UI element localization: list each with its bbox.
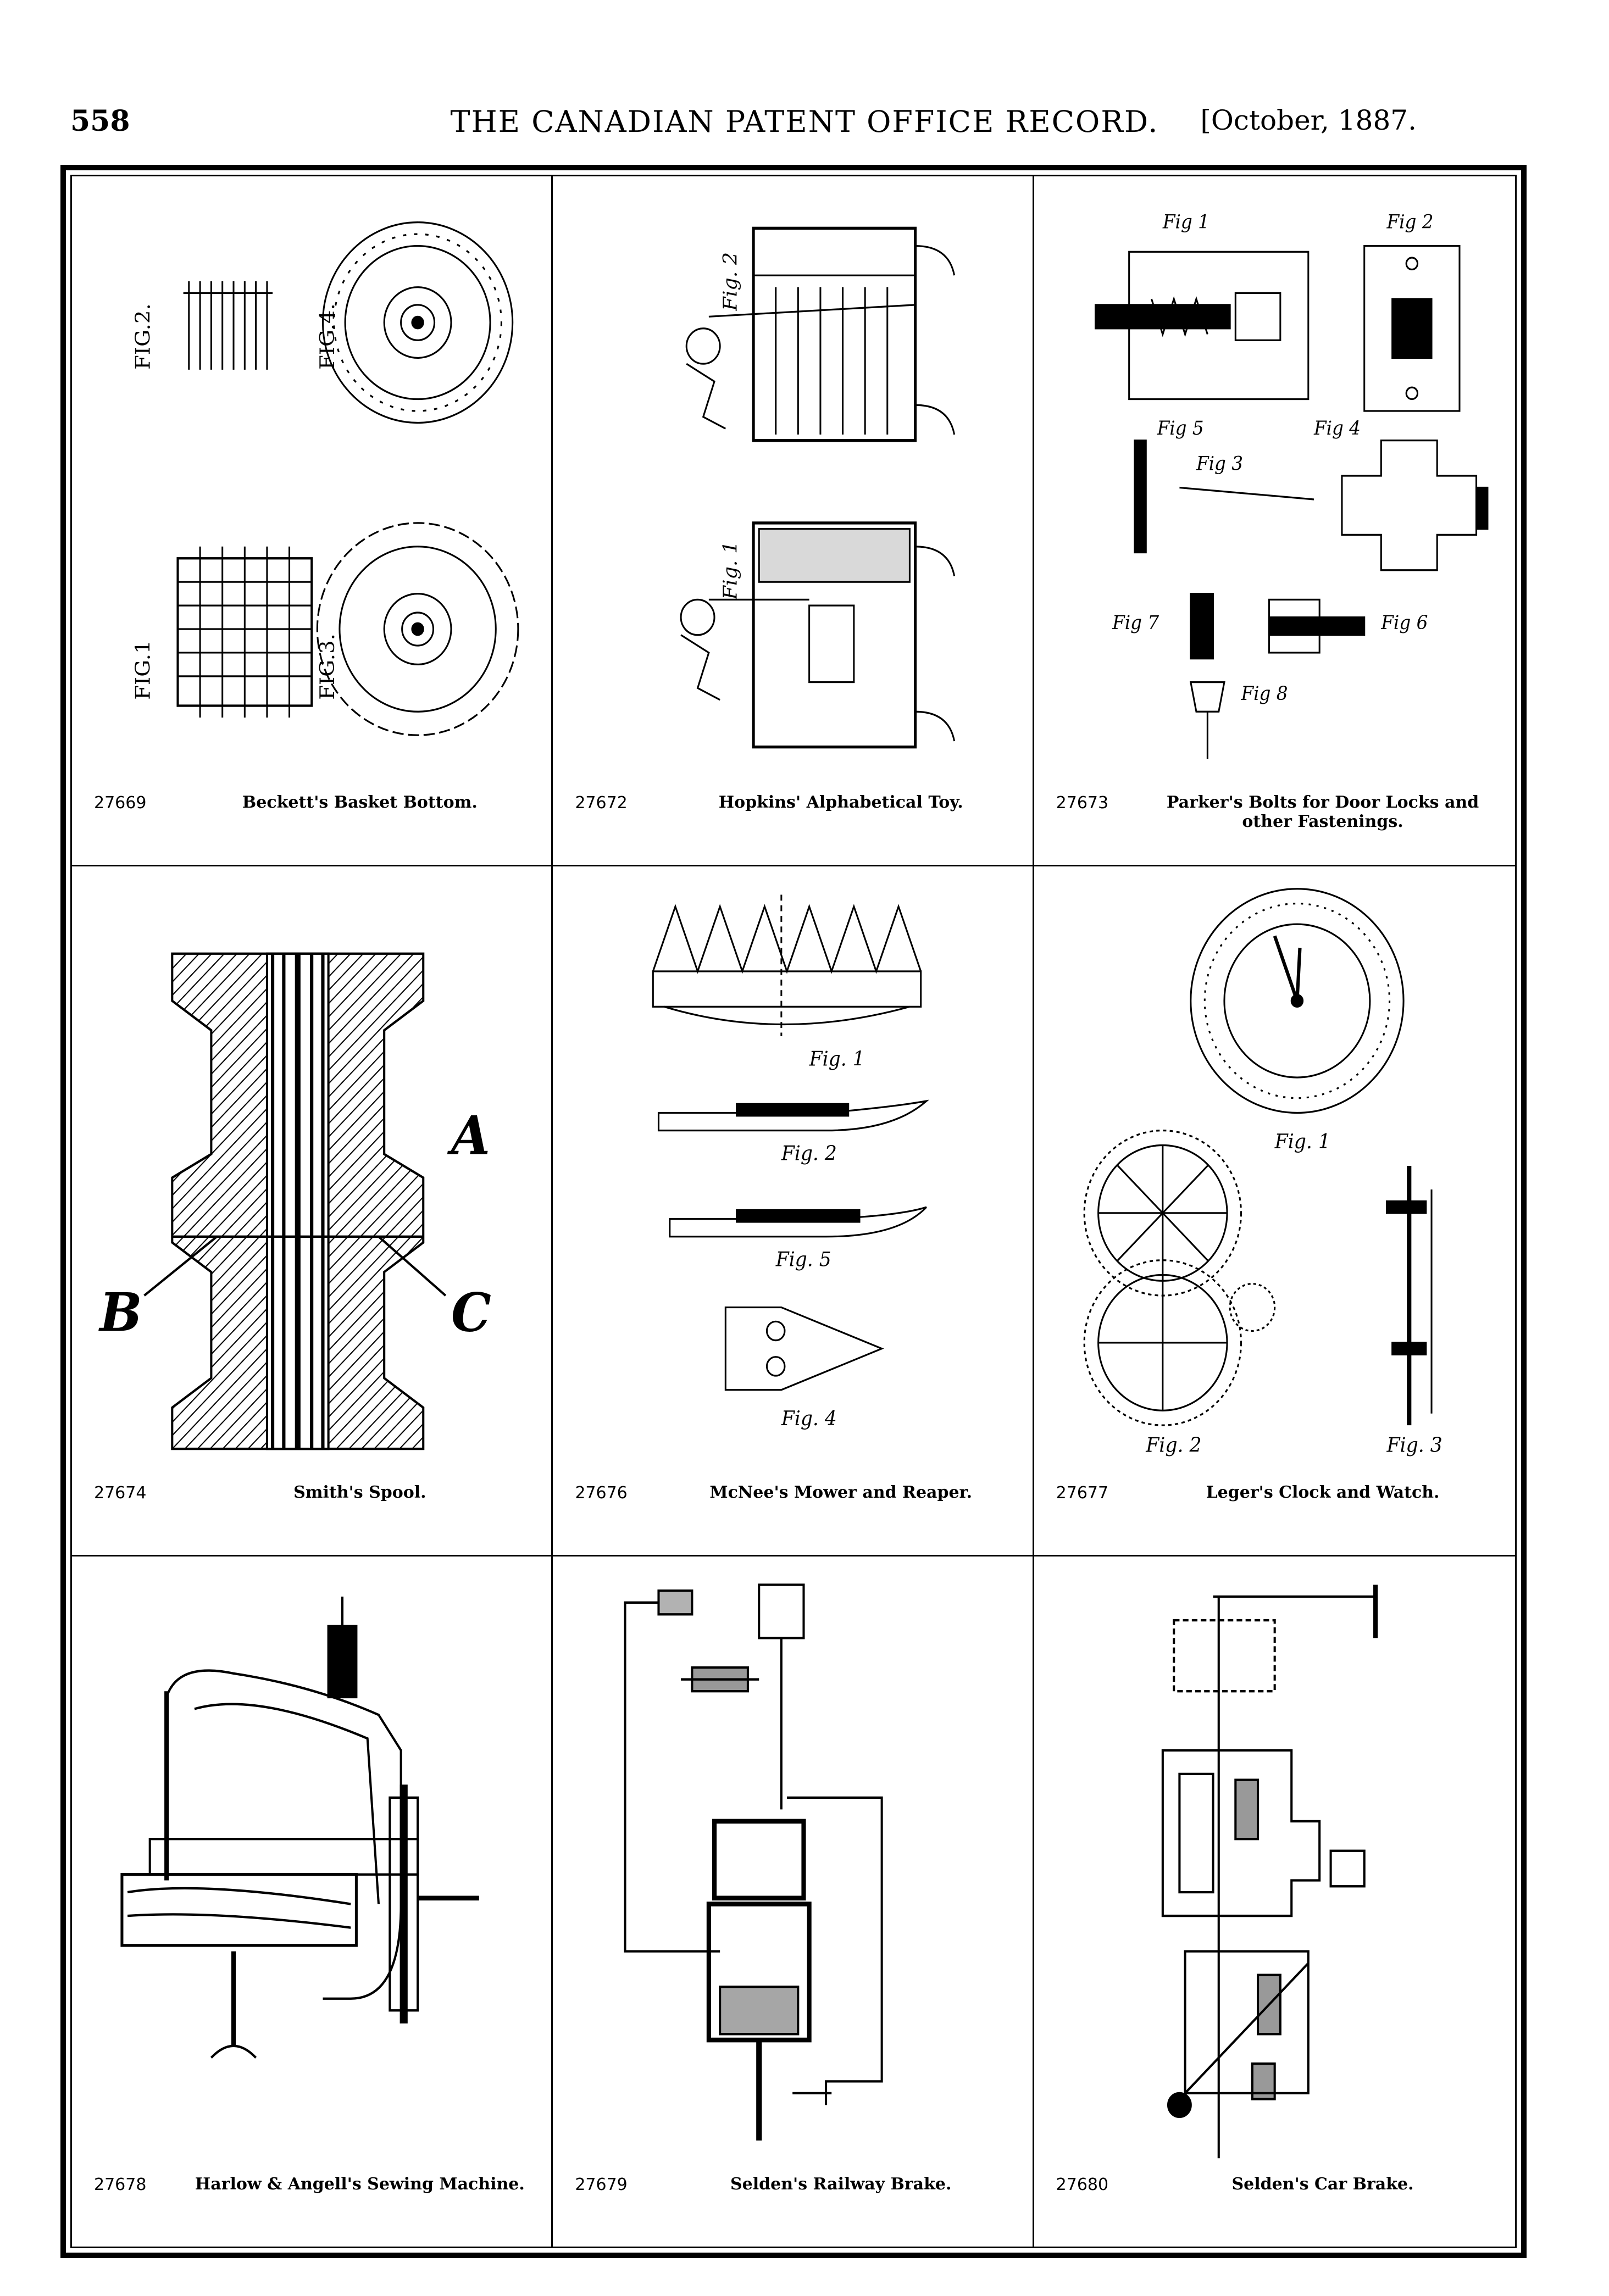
patent-number: 27678 bbox=[94, 2175, 147, 2194]
patent-cell: 27680 Selden's Car Brake. bbox=[1034, 1556, 1515, 2247]
basket-bottom-drawing: FIG.2. FIG.4. FIG.1 FIG.3. bbox=[88, 193, 535, 782]
patent-caption: 27680 Selden's Car Brake. bbox=[1056, 2175, 1499, 2225]
clock-fig2 bbox=[1083, 1130, 1275, 1426]
bolt-fig1 bbox=[1094, 251, 1309, 401]
patent-caption: 27677 Leger's Clock and Watch. bbox=[1056, 1483, 1499, 1533]
patent-title: Beckett's Basket Bottom. bbox=[242, 793, 478, 812]
patent-number: 27677 bbox=[1056, 1483, 1109, 1503]
basket-fig4-label: FIG.4. bbox=[315, 303, 339, 370]
basket-fig3-label: FIG.3. bbox=[315, 633, 339, 700]
spool-label-c: C bbox=[451, 1282, 491, 1344]
patent-number: 27676 bbox=[575, 1483, 628, 1503]
bolt-fig7-label: Fig 7 bbox=[1112, 611, 1159, 633]
mower-fig4 bbox=[725, 1306, 885, 1391]
clock-watch-drawing: Fig. 1 Fig. 2 Fig. 3 bbox=[1051, 883, 1499, 1472]
bolt-fig8-label: Fig 8 bbox=[1240, 682, 1288, 704]
alphabetical-toy-drawing: Fig. 2 Fig. 1 bbox=[569, 193, 1016, 782]
bolt-fig4-label: Fig 4 bbox=[1313, 417, 1361, 439]
bolt-fig5-label: Fig 5 bbox=[1156, 417, 1203, 439]
toy-fig2-label: Fig. 2 bbox=[720, 252, 742, 312]
mower-fig5-label: Fig. 5 bbox=[775, 1248, 831, 1271]
patent-caption: 27678 Harlow & Angell's Sewing Machine. bbox=[94, 2175, 535, 2225]
basket-fig1 bbox=[176, 546, 313, 718]
bolt-fig5 bbox=[1134, 440, 1314, 554]
patent-cell: FIG.2. FIG.4. FIG.1 FIG.3. 27669 Beckett… bbox=[72, 176, 553, 866]
patent-title: Smith's Spool. bbox=[293, 1483, 426, 1502]
patent-caption: 27672 Hopkins' Alphabetical Toy. bbox=[575, 793, 1016, 843]
patent-caption: 27669 Beckett's Basket Bottom. bbox=[94, 793, 535, 843]
patent-title: Hopkins' Alphabetical Toy. bbox=[718, 793, 963, 812]
clock-fig1-label: Fig. 1 bbox=[1274, 1130, 1330, 1153]
toy-fig1 bbox=[680, 521, 956, 749]
bolt-fig2-label: Fig 2 bbox=[1386, 211, 1433, 233]
car-brake-drawing bbox=[1051, 1573, 1499, 2164]
patent-cell: A B C 27674 Smith's Spool. bbox=[72, 866, 553, 1556]
mower-fig4-label: Fig. 4 bbox=[781, 1407, 837, 1430]
patent-cell: Fig. 2 Fig. 1 27672 Hopkins' Alphabetica… bbox=[553, 176, 1034, 866]
page-number: 558 bbox=[70, 104, 130, 138]
patent-cell: Fig. 1 Fig. 2 Fig. 3 27677 Leger's Clock… bbox=[1034, 866, 1515, 1556]
patent-caption: 27676 McNee's Mower and Reaper. bbox=[575, 1483, 1016, 1533]
bolt-fig4 bbox=[1341, 440, 1489, 571]
patent-number: 27673 bbox=[1056, 793, 1109, 813]
patent-cell: 27678 Harlow & Angell's Sewing Machine. bbox=[72, 1556, 553, 2247]
spool-drawing: A B C bbox=[88, 883, 535, 1472]
patent-title: Leger's Clock and Watch. bbox=[1206, 1483, 1440, 1502]
patent-cell: Fig 1 Fig 2 Fig 5 Fig 4 Fig 3 Fig 7 Fig … bbox=[1034, 176, 1515, 866]
patent-caption: 27679 Selden's Railway Brake. bbox=[575, 2175, 1016, 2225]
mower-fig2-label: Fig. 2 bbox=[781, 1142, 837, 1165]
bolt-fig6-label: Fig 6 bbox=[1380, 611, 1428, 633]
clock-fig3 bbox=[1385, 1166, 1433, 1426]
clock-fig1 bbox=[1189, 888, 1405, 1114]
journal-title: THE CANADIAN PATENT OFFICE RECORD. bbox=[450, 104, 1159, 139]
clock-fig3-label: Fig. 3 bbox=[1386, 1434, 1442, 1457]
patent-number: 27672 bbox=[575, 793, 628, 813]
bolt-fig3-label: Fig 3 bbox=[1196, 453, 1243, 475]
bolt-fig7-fig6 bbox=[1189, 593, 1365, 759]
railway-brake-drawing bbox=[569, 1573, 1016, 2164]
sewing-machine-drawing bbox=[88, 1573, 535, 2164]
patent-number: 27669 bbox=[94, 793, 147, 813]
spool-label-a: A bbox=[447, 1105, 490, 1167]
bolt-fig2 bbox=[1363, 244, 1461, 412]
page-header: 558 THE CANADIAN PATENT OFFICE RECORD. [… bbox=[0, 104, 1609, 154]
toy-fig2 bbox=[686, 226, 956, 442]
patent-cell: Fig. 1 Fig. 2 Fig. 5 Fig. 4 27676 McNee'… bbox=[553, 866, 1034, 1556]
patent-cell: 27679 Selden's Railway Brake. bbox=[553, 1556, 1034, 2247]
spool-label-b: B bbox=[98, 1282, 142, 1344]
issue-date: [October, 1887. bbox=[1200, 104, 1417, 136]
mower-fig1-label: Fig. 1 bbox=[809, 1048, 865, 1071]
door-bolt-drawing: Fig 1 Fig 2 Fig 5 Fig 4 Fig 3 Fig 7 Fig … bbox=[1051, 193, 1499, 782]
patent-title: Harlow & Angell's Sewing Machine. bbox=[195, 2175, 525, 2194]
mower-reaper-drawing: Fig. 1 Fig. 2 Fig. 5 Fig. 4 bbox=[569, 883, 1016, 1472]
patent-caption: 27673 Parker's Bolts for Door Locks and … bbox=[1056, 793, 1499, 843]
mower-fig5 bbox=[669, 1206, 928, 1238]
basket-fig2 bbox=[183, 281, 273, 370]
mower-fig2 bbox=[658, 1099, 930, 1132]
patent-title: Parker's Bolts for Door Locks and other … bbox=[1166, 793, 1479, 831]
basket-fig4 bbox=[321, 221, 514, 424]
patent-number: 27679 bbox=[575, 2175, 628, 2194]
plate-frame: FIG.2. FIG.4. FIG.1 FIG.3. 27669 Beckett… bbox=[60, 165, 1527, 2258]
patent-title: McNee's Mower and Reaper. bbox=[709, 1483, 973, 1502]
patent-title: Selden's Car Brake. bbox=[1231, 2175, 1414, 2194]
bolt-fig1-label: Fig 1 bbox=[1162, 211, 1209, 233]
patent-number: 27680 bbox=[1056, 2175, 1109, 2194]
patent-number: 27674 bbox=[94, 1483, 147, 1503]
patent-title: Selden's Railway Brake. bbox=[730, 2175, 952, 2194]
patent-grid: FIG.2. FIG.4. FIG.1 FIG.3. 27669 Beckett… bbox=[72, 176, 1515, 2247]
basket-fig3 bbox=[316, 522, 519, 736]
toy-fig1-label: Fig. 1 bbox=[720, 541, 742, 601]
plate-inner-border: FIG.2. FIG.4. FIG.1 FIG.3. 27669 Beckett… bbox=[70, 175, 1517, 2248]
patent-caption: 27674 Smith's Spool. bbox=[94, 1483, 535, 1533]
mower-fig1 bbox=[652, 894, 922, 1036]
basket-fig2-label: FIG.2. bbox=[131, 303, 155, 370]
basket-fig1-label: FIG.1 bbox=[131, 640, 155, 699]
clock-fig2-label: Fig. 2 bbox=[1145, 1434, 1201, 1457]
